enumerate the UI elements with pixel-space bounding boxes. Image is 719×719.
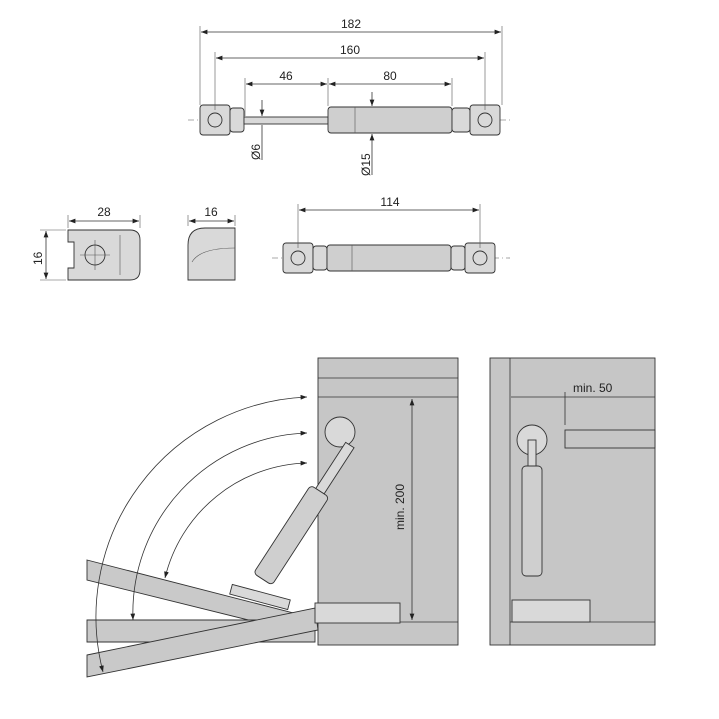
strut-extended: [188, 104, 510, 136]
dim-cylinder-diameter: Ø15: [359, 153, 373, 176]
dim-114: 114: [380, 195, 399, 209]
dim-80: 80: [383, 69, 397, 83]
dim-28: 28: [97, 205, 111, 219]
dimension-lines-top: [199, 26, 503, 175]
end-fitting-side: [40, 215, 141, 281]
strut-compressed: [272, 204, 510, 274]
dim-46: 46: [279, 69, 293, 83]
dim-16-height: 16: [31, 251, 45, 265]
dim-min-200: min. 200: [393, 484, 407, 530]
end-fitting-front: [187, 215, 236, 281]
cabinet-side-view: [86, 357, 459, 678]
dim-182: 182: [341, 17, 361, 31]
dim-16-depth: 16: [204, 205, 218, 219]
dim-rod-diameter: Ø6: [249, 144, 263, 160]
dim-160: 160: [340, 43, 360, 57]
dim-min-50: min. 50: [573, 381, 613, 395]
cabinet-front-view: [489, 357, 656, 646]
